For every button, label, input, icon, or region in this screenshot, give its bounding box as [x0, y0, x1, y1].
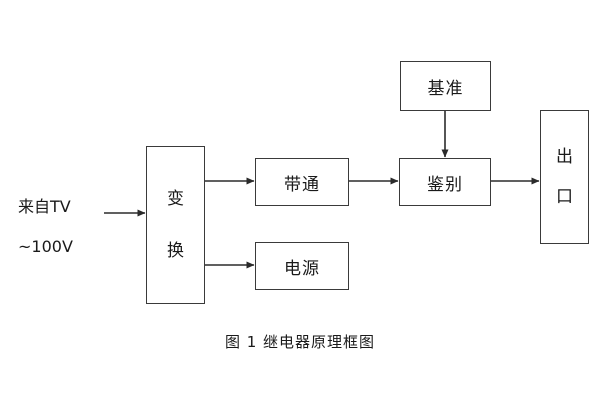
block-reference-label: 基准 [427, 78, 464, 99]
block-output-char-2: 口 [556, 186, 573, 207]
block-convert[interactable]: 变 换 [146, 146, 205, 304]
block-power-supply-label: 电源 [284, 258, 320, 279]
block-convert-char-1: 变 [167, 188, 184, 209]
source-label-line-1: 来自TV [18, 197, 71, 216]
source-label-line-2: ~100V [18, 237, 73, 256]
block-bandpass-label: 带通 [284, 174, 320, 195]
block-discriminate-label: 鉴别 [427, 174, 463, 195]
block-power-supply[interactable]: 电源 [255, 242, 349, 290]
block-output-char-1: 出 [556, 146, 573, 167]
block-bandpass[interactable]: 带通 [255, 158, 349, 206]
block-discriminate[interactable]: 鉴别 [399, 158, 491, 206]
block-convert-char-2: 换 [167, 240, 184, 261]
figure-caption: 图 1 继电器原理框图 [224, 333, 376, 351]
block-output[interactable]: 出 口 [540, 110, 589, 244]
block-reference[interactable]: 基准 [400, 61, 491, 111]
